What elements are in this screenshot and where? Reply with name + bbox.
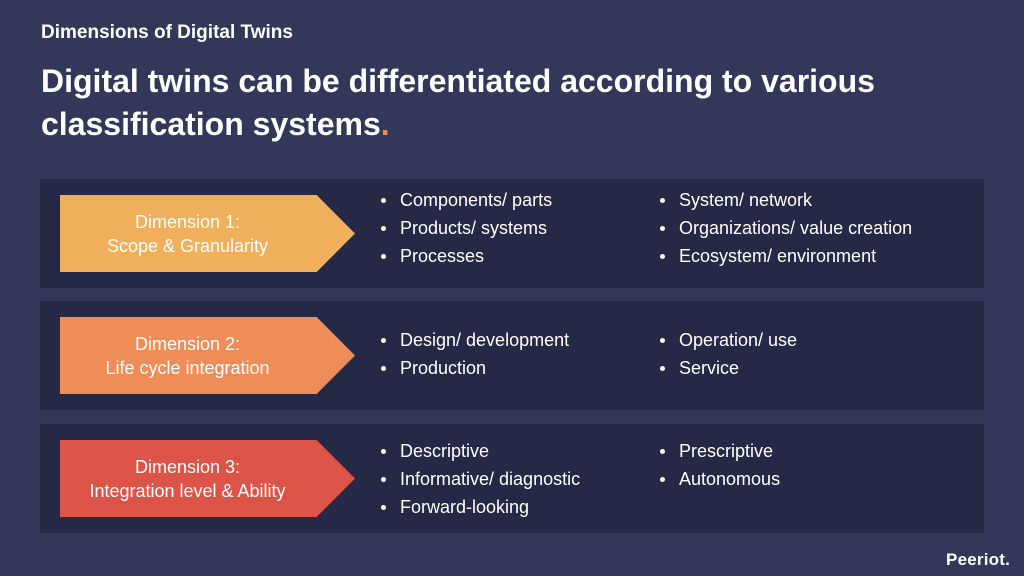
list-item: Design/ development: [379, 326, 569, 354]
headline-text: Digital twins can be differentiated acco…: [41, 63, 875, 142]
list-item: Descriptive: [379, 437, 580, 465]
dimension-2-list-right: Operation/ use Service: [658, 326, 797, 382]
list-item: Prescriptive: [658, 437, 780, 465]
list-item: Production: [379, 354, 569, 382]
dimension-1-list-left: Components/ parts Products/ systems Proc…: [379, 186, 552, 270]
dimension-name-3: Integration level & Ability: [89, 480, 286, 501]
peeriot-logo: Peeriot.: [946, 550, 1010, 569]
dimension-label-3: Dimension 3:: [134, 456, 241, 477]
dimension-1-list-right: System/ network Organizations/ value cre…: [658, 186, 912, 270]
list-item: Forward-looking: [379, 493, 580, 521]
list-item: Service: [658, 354, 797, 382]
list-item: Processes: [379, 242, 552, 270]
list-item: Organizations/ value creation: [658, 214, 912, 242]
eyebrow-title: Dimensions of Digital Twins: [41, 22, 293, 43]
dimension-3-list-right: Prescriptive Autonomous: [658, 437, 780, 493]
list-item: Operation/ use: [658, 326, 797, 354]
list-item: Informative/ diagnostic: [379, 465, 580, 493]
dimension-panel-3: Dimension 3: Integration level & Ability…: [40, 424, 984, 533]
dimension-arrow-1: Dimension 1: Scope & Granularity: [60, 195, 355, 272]
dimension-panel-2: Dimension 2: Life cycle integration Desi…: [40, 301, 984, 410]
headline: Digital twins can be differentiated acco…: [41, 60, 1001, 146]
list-item: Ecosystem/ environment: [658, 242, 912, 270]
dimension-2-list-left: Design/ development Production: [379, 326, 569, 382]
dimension-name-1: Scope & Granularity: [106, 235, 269, 256]
dimension-label-2: Dimension 2:: [134, 333, 241, 354]
dimension-name-2: Life cycle integration: [105, 357, 270, 378]
list-item: Products/ systems: [379, 214, 552, 242]
list-item: Components/ parts: [379, 186, 552, 214]
dimension-arrow-2: Dimension 2: Life cycle integration: [60, 317, 355, 394]
dimension-arrow-3: Dimension 3: Integration level & Ability: [60, 440, 355, 517]
dimension-3-list-left: Descriptive Informative/ diagnostic Forw…: [379, 437, 580, 521]
dimension-panel-1: Dimension 1: Scope & Granularity Compone…: [40, 179, 984, 288]
headline-dot: .: [380, 106, 390, 142]
dimension-label-1: Dimension 1:: [134, 211, 241, 232]
list-item: System/ network: [658, 186, 912, 214]
list-item: Autonomous: [658, 465, 780, 493]
